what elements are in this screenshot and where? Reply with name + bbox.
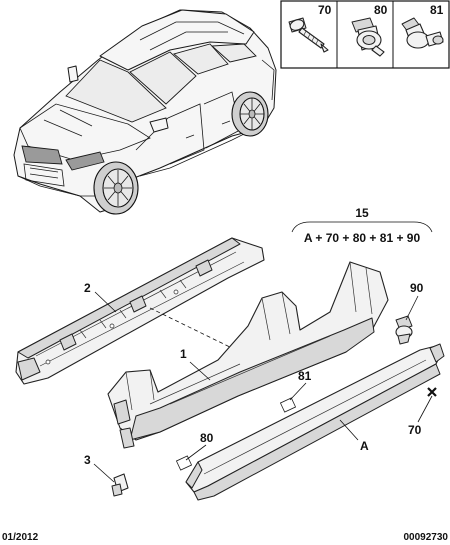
kit-ref-15: 15: [355, 206, 369, 220]
callout-clip-81: 81: [298, 369, 312, 383]
screw-icon: [288, 17, 329, 53]
fastener-ref-70: 70: [318, 3, 332, 17]
clip-90-icon: [395, 315, 413, 345]
vehicle-illustration: [13, 9, 277, 215]
snap-clip-icon: [401, 17, 444, 49]
leader-clip-90: [405, 295, 419, 321]
leader-sill-reinforcement: [94, 291, 117, 313]
alignment-dashed-line: [149, 307, 237, 351]
footer-drawing-number: 00092730: [404, 532, 449, 543]
kit-formula-text: A + 70 + 80 + 81 + 90: [304, 231, 421, 245]
callout-sill-reinforcement: 2: [84, 281, 91, 295]
leader-sill-trim: [339, 419, 359, 441]
callout-clip-90: 90: [410, 281, 424, 295]
clip-80-position: [175, 455, 193, 471]
fastener-ref-81: 81: [430, 3, 444, 17]
callout-clip-70: 70: [408, 423, 422, 437]
leader-bracket: [93, 463, 115, 483]
callout-sill-trim: A: [360, 439, 369, 453]
screw-70-position-marker: [427, 387, 437, 397]
fastener-table: 70 80 81: [280, 0, 450, 69]
sill-reinforcement-part: [15, 237, 265, 385]
kit-brace: [291, 221, 433, 233]
sill-panel-part: [107, 261, 389, 449]
kit-formula: 15 A + 70 + 80 + 81 + 90: [291, 206, 433, 245]
leader-clip-80: [185, 444, 207, 461]
clip-81-position: [279, 397, 297, 413]
sill-trim-part: [185, 343, 445, 501]
callout-bracket: 3: [84, 453, 91, 467]
footer-date: 01/2012: [2, 532, 39, 543]
leader-clip-70: [417, 395, 433, 423]
push-clip-icon: [351, 17, 385, 57]
callout-sill-panel: 1: [180, 347, 187, 361]
bracket-part: [111, 473, 129, 497]
callout-clip-80: 80: [200, 431, 214, 445]
leader-sill-panel: [189, 361, 211, 381]
fastener-ref-80: 80: [374, 3, 388, 17]
leader-clip-81: [289, 382, 307, 401]
